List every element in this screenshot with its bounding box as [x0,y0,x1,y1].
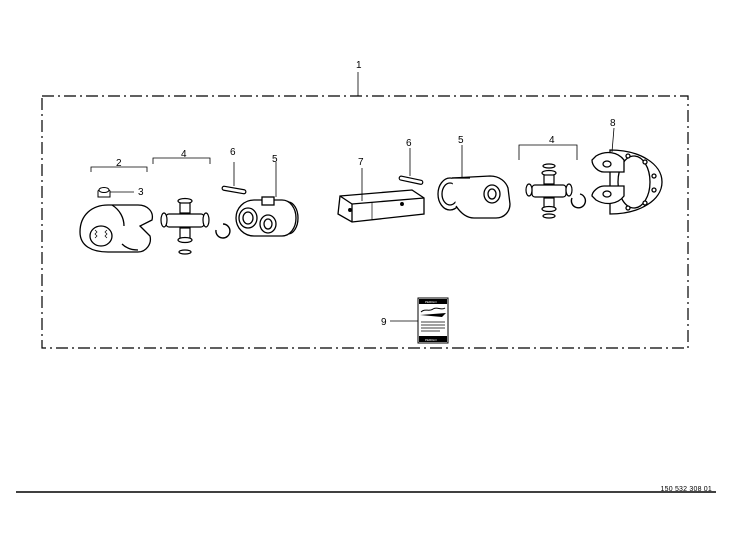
callout-4-right: 4 [549,135,555,146]
callout-8: 8 [610,118,616,129]
bracket-4-right [518,144,578,160]
callout-7: 7 [358,157,364,168]
roll-pin-right [398,148,424,185]
bracket-4-left [152,157,211,164]
tube-yoke-left [235,196,299,237]
bracket-2 [90,166,148,172]
assembly-boundary [41,95,689,349]
callout-2: 2 [116,158,122,169]
svg-text:PERIGO: PERIGO [425,338,437,342]
flange-yoke-part [591,149,663,215]
callout-5-right: 5 [458,135,464,146]
callout-4-left: 4 [181,149,187,160]
roll-pin-left [221,162,247,195]
cross-journal-kit-right [525,163,587,219]
tube-yoke-right [437,175,511,219]
callout-1: 1 [356,60,362,96]
cross-journal-kit-left [160,197,231,255]
splined-yoke-part [79,204,154,253]
callout-3: 3 [138,187,144,198]
svg-text:PERIGO: PERIGO [425,300,437,304]
warning-decal-part: PERIGO PERIGO [417,297,449,344]
callout-6-left: 6 [230,147,236,158]
callout-6-right: 6 [406,138,412,149]
callout-5-left: 5 [272,154,278,165]
callout-9: 9 [381,317,387,328]
svg-text:1: 1 [356,60,362,71]
document-number: 150 532 308 01 [660,486,712,493]
profile-tube-part [337,189,425,223]
grease-nipple-part [97,187,134,198]
